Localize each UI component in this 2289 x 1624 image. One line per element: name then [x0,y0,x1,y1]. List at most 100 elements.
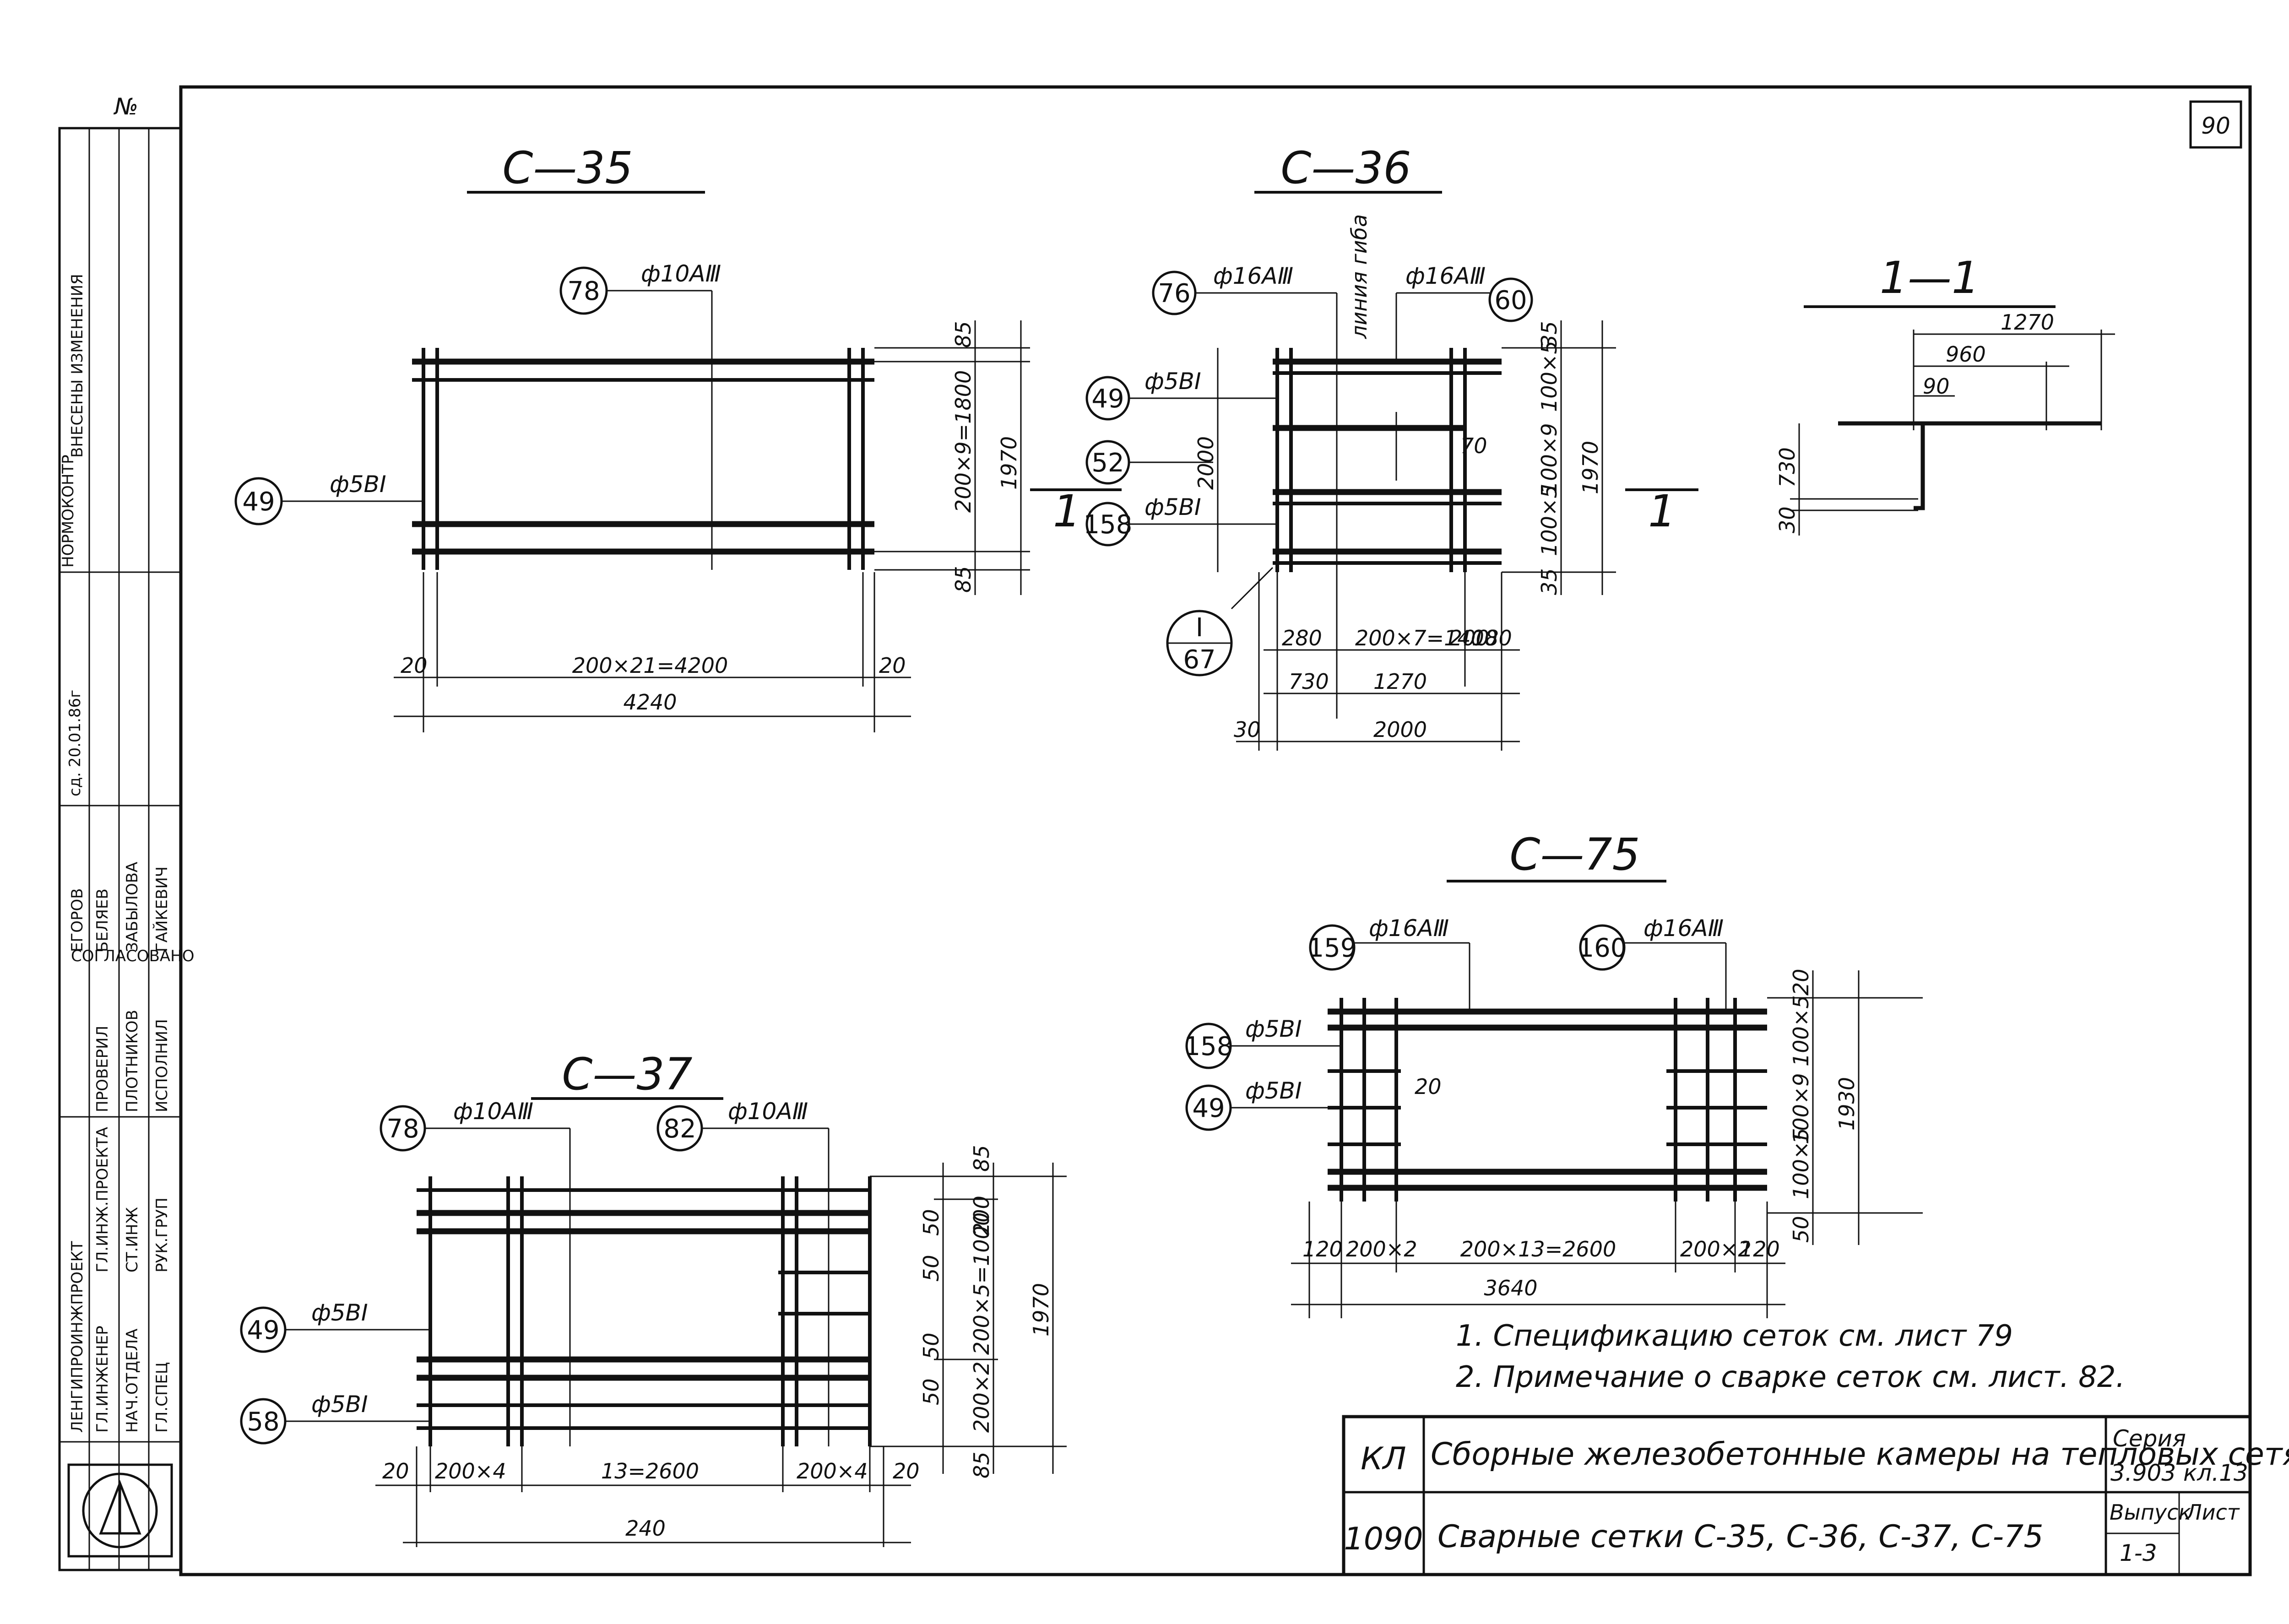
c37-dim-50a: 50 [919,1209,944,1236]
c75-dim-100x5-bot: 100×5 [1789,1128,1813,1199]
c75-mark-160 [1579,924,1626,971]
c75-mark-160-text: 160 [1578,933,1627,963]
side-name-3: ЗАБЫЛОВА [123,862,141,952]
section-cut-right: 1 [1625,486,1698,537]
tb-issue-value: 1-3 [2120,1540,2157,1566]
page-number: 90 [2201,113,2230,139]
side-role-1: ГЛ.ИНЖЕНЕР [93,1326,112,1433]
c35-dim-total-h: 4240 [623,690,677,715]
side-org-text: ЛЕНГИПРОИНЖПРОЕКТ [68,1241,87,1433]
view-section-1-1: 1—1 1270 960 90 730 30 [1775,252,2115,536]
view-c37: С—37 78 ф10АⅢ 82 ф10АⅢ 49 ф5ВⅠ [240,1049,1067,1547]
sec11-dim-1270: 1270 [2001,310,2054,335]
c36-dim-1270: 1270 [1373,669,1427,694]
c36-label-60: ф16АⅢ [1405,263,1486,289]
c75-mark-158-text: 158 [1184,1032,1233,1061]
c75-label-160: ф16АⅢ [1644,915,1724,942]
c36-dim-180: 180 [1472,626,1512,650]
c36-label-158: ф5ВⅠ [1144,494,1201,520]
c36-mark-60 [1488,277,1533,322]
c75-label-158: ф5ВⅠ [1245,1016,1302,1042]
c35-title: С—35 [502,142,633,194]
side-changes-text: ВНЕСЕНЫ ИЗМЕНЕНИЯ [68,274,87,458]
section-mark-right: 1 [1648,486,1676,537]
side-role-6: РУК.ГРУП [153,1197,171,1272]
c37-dim-200x5: 200×5=1000 [969,1213,994,1355]
c37-label-78: ф10АⅢ [453,1098,533,1125]
c75-mark-159 [1309,924,1356,971]
c37-mark-78-text: 78 [386,1114,419,1144]
c36-callout-num: I [1196,613,1204,643]
c37-dim-total-h: 240 [625,1516,666,1541]
c37-dim-50b: 50 [919,1255,944,1282]
tb-sheet-label: Лист [2185,1500,2240,1525]
c75-dim-120r: 120 [1740,1237,1780,1261]
c75-dim-100x5-top: 100×5 [1789,995,1813,1066]
c35-label-78: ф10АⅢ [641,260,721,287]
side-name-5: ПЛОТНИКОВ [123,1010,141,1112]
tb-series-value: 3.903 кл.13 [2110,1460,2248,1486]
c35-dim-bottom: 85 [951,566,976,593]
c35-mark-78-text: 78 [567,276,600,306]
side-role-2: ГЛ.ИНЖ.ПРОЕКТА [93,1127,112,1272]
c36-dim-200: 200 [1449,626,1489,650]
c36-dim-100x5-bot: 100×5 [1537,485,1562,556]
c36-title: С—36 [1280,142,1411,194]
tb-drawing-title: Сварные сетки С-35, С-36, С-37, С-75 [1437,1519,2044,1555]
c36-dim-100x5-top: 100×5 [1537,341,1562,412]
c75-dim-200x2r: 200×2 [1680,1237,1752,1261]
tb-code-bottom: 1090 [1344,1521,1423,1557]
c35-dim-right: 20 [879,653,906,678]
c35-dim-left: 20 [401,653,428,678]
c36-callout-sheet: 67 [1183,645,1215,675]
c75-label-159: ф16АⅢ [1369,915,1449,942]
c75-dim-200x2l: 200×2 [1346,1237,1417,1261]
c75-dim-total-v: 1930 [1834,1077,1859,1131]
c36-dim-70: 70 [1460,433,1487,458]
c75-title: С—75 [1509,829,1640,880]
side-stamp: ВНЕСЕНЫ ИЗМЕНЕНИЯ НОРМОКОНТР сд. 20.01.8… [58,127,194,1571]
c75-dim-100x9: 100×9 [1789,1073,1813,1144]
c37-dim-mid: 13=2600 [601,1459,699,1483]
side-role-4: СТ.ИНЖ [123,1207,141,1272]
c35-dim-top: 85 [951,321,976,348]
c36-label-76: ф16АⅢ [1213,263,1293,289]
side-role-5: ГЛ.СПЕЦ [153,1362,171,1433]
c37-mark-49-text: 49 [247,1315,279,1345]
c36-mark-52-text: 52 [1091,448,1124,478]
side-name-4: ГАЙКЕВИЧ [152,866,171,952]
c37-dim-200x2: 200×2 [969,1361,994,1433]
c37-dim-total-v: 1970 [1029,1283,1053,1337]
c37-dim-50d: 50 [919,1378,944,1405]
c75-dim-mid: 200×13=2600 [1460,1237,1616,1261]
c37-dim-200x4l: 200×4 [435,1459,506,1483]
c75-dim-total-h: 3640 [1484,1276,1537,1300]
sec11-dim-960: 960 [1946,342,1986,367]
c75-dim-120l: 120 [1302,1237,1343,1261]
note-2: 2. Примечание о сварке сеток см. лист. 8… [1456,1360,2125,1394]
c36-bend-line: линия гиба [1347,214,1372,339]
side-role-3: НАЧ.ОТДЕЛА [123,1329,141,1433]
c37-title: С—37 [562,1049,692,1100]
c36-mark-60-text: 60 [1494,286,1527,315]
c35-mark-49-text: 49 [242,487,275,517]
side-role-8: ИСПОЛНИЛ [153,1019,171,1112]
tb-project-title: Сборные железобетонные камеры на тепловы… [1431,1436,2289,1472]
c75-dim-20-inner: 20 [1415,1074,1442,1099]
sec11-dim-730: 730 [1775,447,1800,487]
side-approved-text: СОГЛАСОВАНО [71,947,194,965]
title-block: КЛ 1090 Сборные железобетонные камеры на… [1342,1415,2289,1576]
side-role-7: ПРОВЕРИЛ [93,1026,112,1112]
corner-mark: № [113,93,138,120]
c36-dim-100x9: 100×9 [1537,423,1562,494]
c75-mark-49-text: 49 [1192,1093,1225,1123]
c36-dim-35-bot: 35 [1537,568,1562,595]
c37-label-82: ф10АⅢ [728,1098,808,1125]
c37-dim-20r: 20 [893,1459,920,1483]
c37-label-58: ф5ВⅠ [311,1391,368,1418]
sec11-title: 1—1 [1880,252,1980,303]
c35-label-49: ф5ВⅠ [330,471,386,498]
tb-code-top: КЛ [1361,1441,1406,1477]
org-logo [67,1463,173,1558]
